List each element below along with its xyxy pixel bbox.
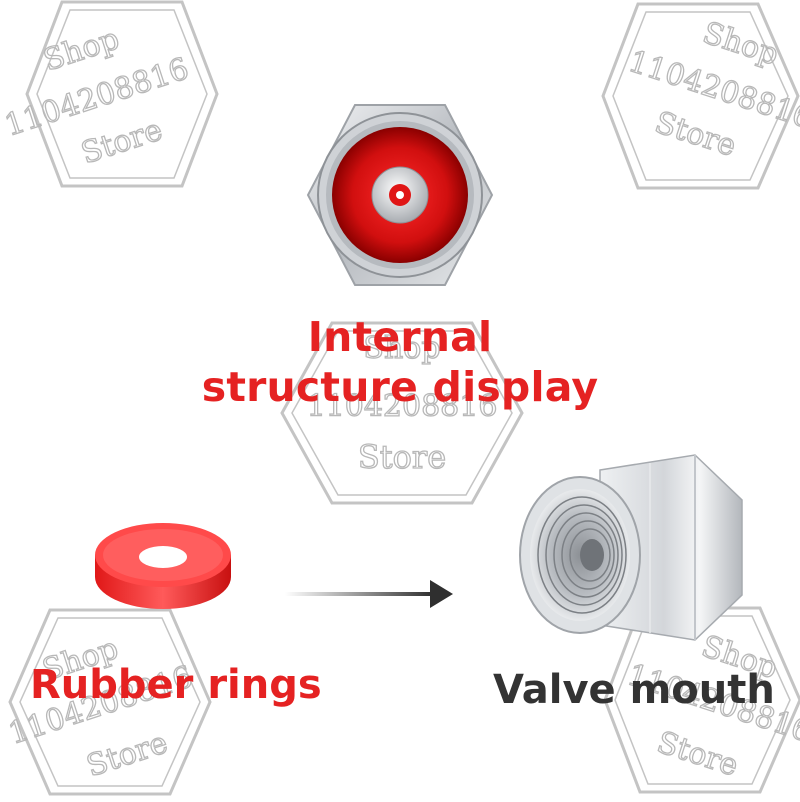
watermark-line3: Store — [82, 725, 172, 784]
watermark-line3: Store — [651, 105, 741, 164]
watermark-line1: Shop — [699, 15, 783, 72]
rubber-rings-label: Rubber rings — [30, 662, 322, 708]
valve-mouth-label: Valve mouth — [493, 667, 775, 713]
watermark-line3: Store — [358, 438, 446, 476]
watermark-top-right: Shop 1104208816 Store — [598, 0, 800, 196]
valve-mouth-icon — [510, 445, 750, 659]
title: Internal structure display — [150, 312, 650, 412]
watermark-line2: 1104208816 — [624, 44, 800, 136]
watermark-top-left: Shop 1104208816 Store — [0, 0, 222, 194]
watermark-line3: Store — [653, 725, 743, 784]
watermark-line1: Shop — [39, 21, 123, 78]
rubber-ring-icon — [88, 505, 238, 619]
watermark-line2: 1104208816 — [1, 51, 193, 143]
cross-section-icon — [300, 95, 500, 299]
arrow-right-icon — [285, 575, 455, 619]
title-line1: Internal — [307, 313, 493, 361]
title-line2: structure display — [201, 363, 599, 411]
watermark-line3: Store — [77, 112, 167, 171]
